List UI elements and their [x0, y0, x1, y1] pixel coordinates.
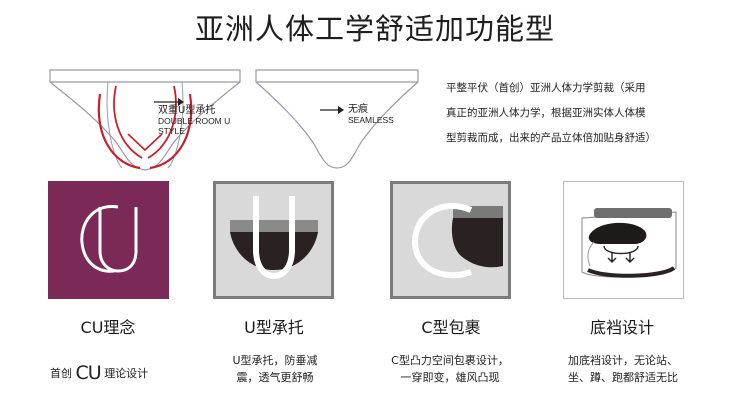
seamless-label-en: SEAMLESS: [348, 115, 394, 125]
cu-desc-big: CU: [75, 362, 102, 384]
c-wrap-tile: [390, 181, 511, 299]
feature-title-u: U型承托: [244, 318, 304, 337]
feature-desc-u-line-1: U型承托，防垂减: [232, 354, 318, 367]
c-wrap-icon: [411, 203, 503, 279]
underwear-back-diagram: [255, 69, 419, 169]
feature-desc-u-line-2: 震，透气更舒畅: [236, 371, 314, 384]
feature-desc-crotch-line-2: 坐、蹲、跑都舒适无比: [568, 371, 678, 384]
feature-title-c: C型包裹: [421, 318, 481, 337]
crotch-design-tile: [563, 181, 684, 299]
feature-desc-crotch: 加底裆设计，无论站、 坐、蹲、跑都舒适无比: [548, 352, 698, 386]
u-support-tile: [213, 181, 334, 299]
feature-title-crotch: 底裆设计: [589, 318, 654, 337]
feature-desc-cu: 首创 CU 理论设计: [50, 362, 148, 384]
u-support-icon: [230, 196, 318, 280]
feature-desc-c-line-2: 一穿即变，雄风凸现: [400, 371, 500, 384]
feature-desc-crotch-line-1: 加底裆设计，无论站、: [568, 354, 678, 367]
double-u-label-en-2: STYLE: [158, 126, 185, 136]
description-line-2: 真正的亚洲人体力学，根据亚洲实体人体模: [446, 107, 646, 119]
crotch-design-icon: [581, 208, 677, 278]
cu-desc-suffix: 理论设计: [104, 367, 149, 380]
page-title: 亚洲人体工学舒适加功能型: [194, 12, 555, 46]
product-description: 平整平伏（首创）亚洲人体力学剪裁（采用 真正的亚洲人体力学，根据亚洲实体人体模 …: [446, 76, 696, 151]
description-line-3: 型剪裁而成，出来的产品立体倍加贴身舒适）: [446, 132, 656, 144]
underwear-front-diagram: [49, 69, 241, 171]
double-u-label-cn: 双重U型承托: [158, 105, 216, 116]
feature-desc-c-line-1: C型凸力空间包裹设计，: [391, 354, 509, 367]
description-line-1: 平整平伏（首创）亚洲人体力学剪裁（采用: [446, 82, 646, 94]
feature-desc-u: U型承托，防垂减 震，透气更舒畅: [200, 352, 350, 386]
double-u-label-en-1: DOUBLE ROOM U: [158, 116, 231, 126]
cu-concept-tile: [48, 181, 169, 299]
cu-desc-prefix: 首创: [50, 367, 72, 380]
feature-title-cu: CU理念: [80, 318, 136, 337]
feature-desc-c: C型凸力空间包裹设计， 一穿即变，雄风凸现: [375, 352, 525, 386]
seamless-label-cn: 无痕: [348, 104, 368, 115]
cu-logo-icon: [80, 205, 138, 273]
